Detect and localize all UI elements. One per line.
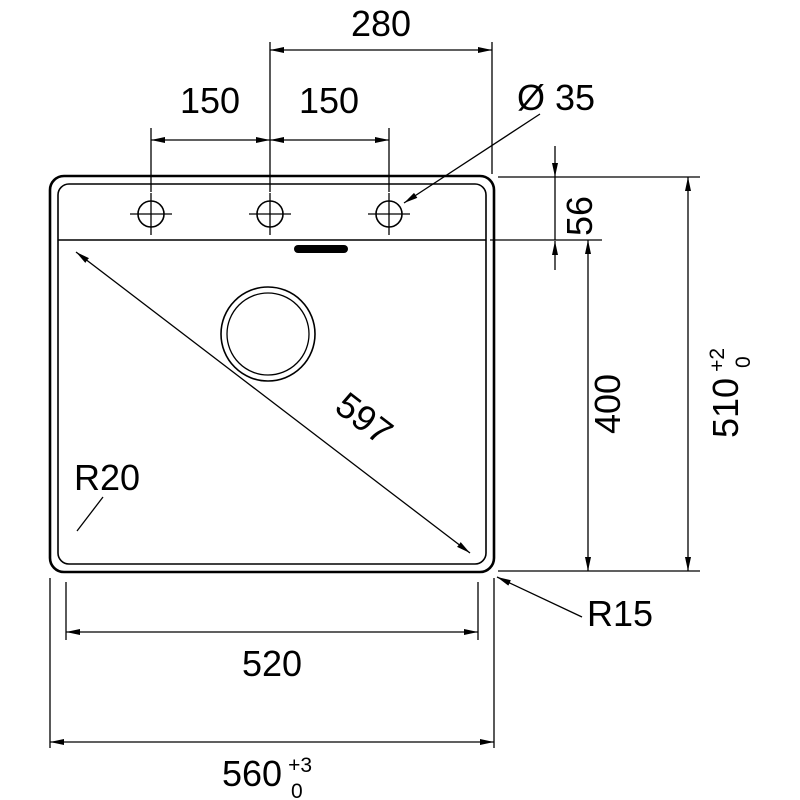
dim-label-560-tol-upper: +3	[288, 754, 312, 777]
leader-r15	[496, 576, 583, 618]
sink-outer-edge	[48, 174, 496, 574]
dim-label-560-value: 560	[222, 753, 282, 794]
dim-line-597-diagonal	[75, 251, 471, 554]
faucet-hole-left	[130, 193, 172, 235]
overflow-slot	[294, 245, 348, 253]
dim-label-510-tol-lower: 0	[732, 356, 755, 368]
dimension-lines	[50, 47, 691, 745]
dim-label-597: 597	[328, 384, 401, 453]
faucet-hole-center	[249, 193, 291, 235]
dim-label-280: 280	[351, 3, 411, 44]
dim-label-520: 520	[242, 643, 302, 684]
dim-label-560: 560 +3 0	[222, 753, 312, 800]
dim-label-400: 400	[587, 374, 628, 434]
leader-r20	[76, 496, 104, 532]
faucet-hole-right	[368, 193, 410, 235]
dim-label-hole-diameter: Ø 35	[517, 77, 595, 118]
dim-label-510-tol-upper: +2	[706, 348, 729, 372]
sink-body	[48, 174, 496, 574]
drain-hole	[220, 286, 316, 382]
leader-hole-diameter	[403, 113, 541, 204]
dim-label-150-right: 150	[299, 80, 359, 121]
dim-label-56: 56	[559, 196, 600, 236]
sink-inner-edge	[57, 183, 487, 565]
dim-label-510-value: 510	[705, 378, 746, 438]
dim-label-r15: R15	[587, 593, 653, 634]
extension-lines	[49, 42, 700, 748]
dim-label-r20: R20	[74, 457, 140, 498]
dim-label-150-left: 150	[180, 80, 240, 121]
dim-label-560-tol-lower: 0	[291, 780, 303, 800]
